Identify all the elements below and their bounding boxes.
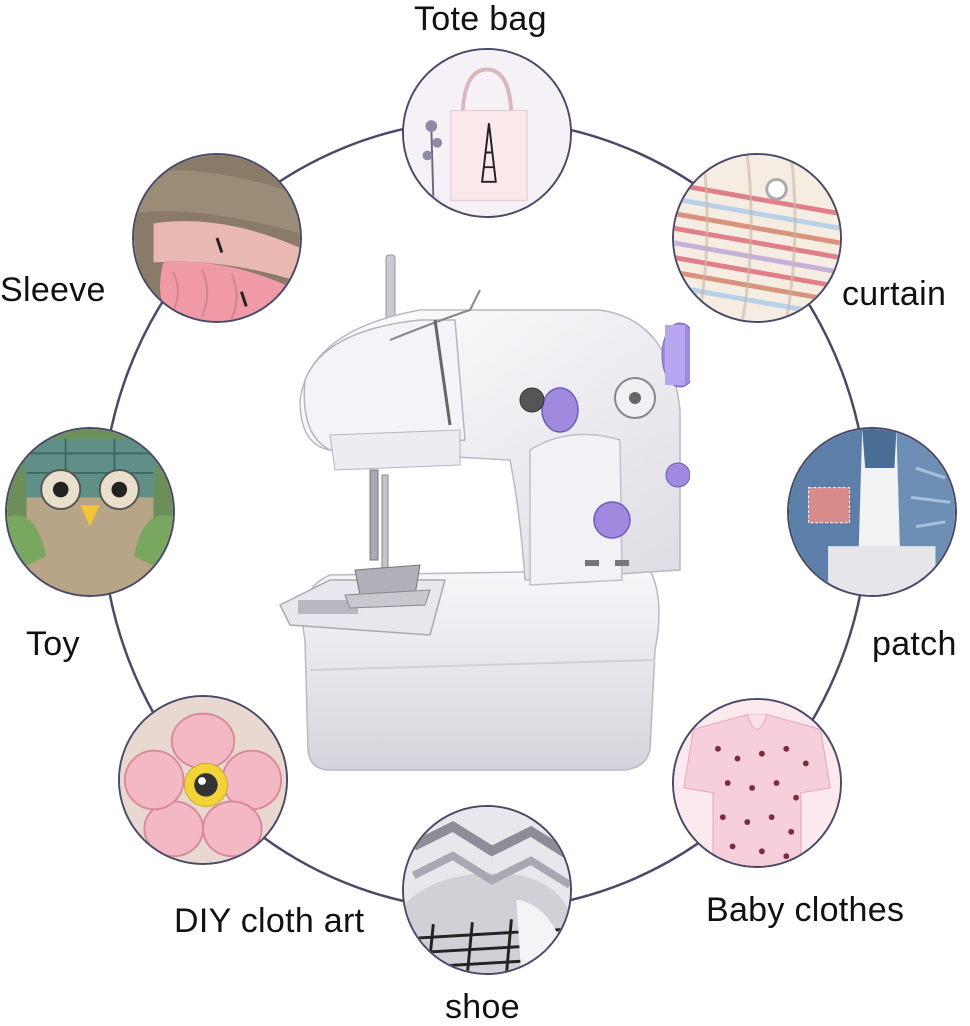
label-shoe: shoe	[445, 988, 520, 1026]
label-sleeve: Sleeve	[0, 271, 106, 309]
shoe-photo	[402, 805, 572, 975]
sewing-machine-image	[270, 250, 690, 780]
curtain-photo	[672, 153, 842, 323]
label-toy: Toy	[26, 625, 80, 663]
label-tote-bag: Tote bag	[414, 0, 547, 38]
diy-cloth-art-photo	[118, 695, 288, 865]
label-diy-cloth-art: DIY cloth art	[174, 902, 365, 940]
label-curtain: curtain	[842, 275, 947, 313]
label-baby-clothes: Baby clothes	[706, 891, 905, 929]
tote-bag-photo	[402, 48, 572, 218]
baby-clothes-photo	[672, 698, 842, 868]
toy-owl-photo	[5, 427, 175, 597]
label-patch: patch	[872, 625, 957, 663]
sleeve-photo	[132, 153, 302, 323]
patch-jeans-photo	[787, 427, 957, 597]
